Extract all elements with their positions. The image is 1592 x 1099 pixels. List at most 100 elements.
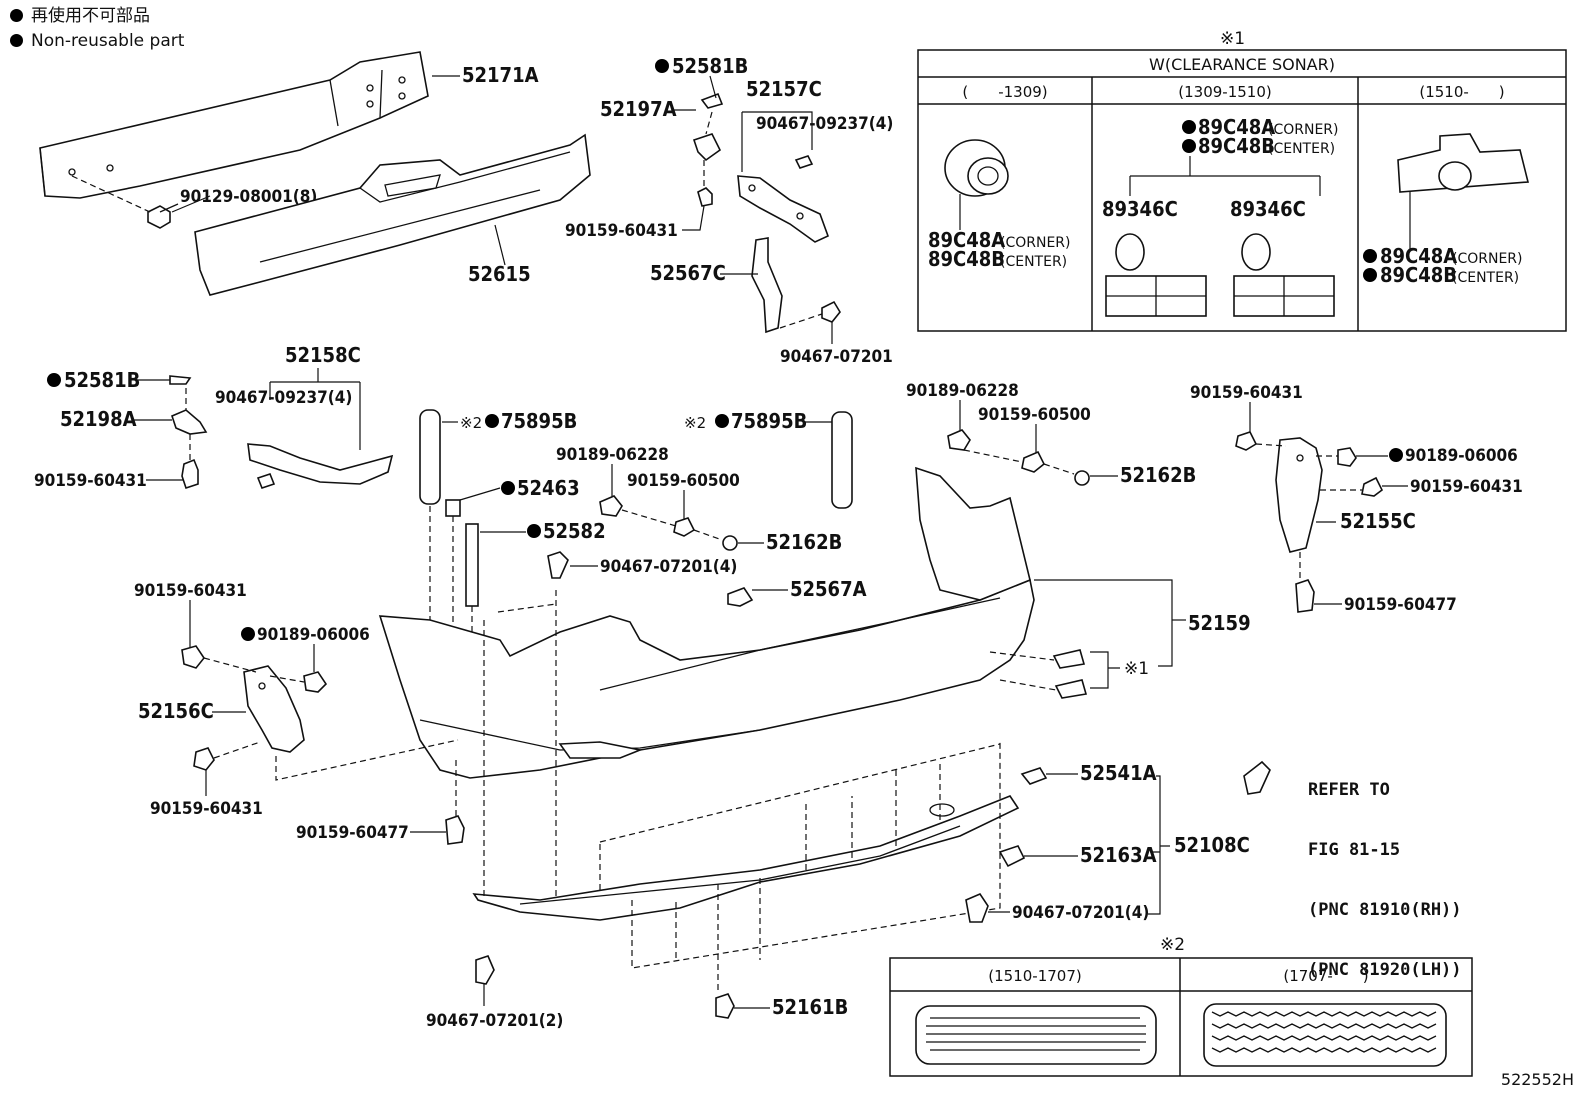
screw-90467-09237-left[interactable] xyxy=(256,473,276,489)
label-90159-60500-mid: 90159-60500 xyxy=(627,471,740,491)
non-reusable-dot-icon xyxy=(1363,268,1377,282)
sonar-table-marker: ※1 xyxy=(1220,29,1245,49)
nut-90189-06006-left[interactable] xyxy=(303,671,328,693)
non-reusable-dot-icon xyxy=(1182,139,1196,153)
reflector-table-marker: ※2 xyxy=(1160,935,1185,955)
label-52581B-left: 52581B xyxy=(64,368,140,392)
seal-52582[interactable] xyxy=(465,523,479,607)
label-center-col2: (CENTER) xyxy=(1268,141,1335,157)
reinforcement-52171A[interactable] xyxy=(39,51,429,199)
nut-90189-06006-right[interactable] xyxy=(1337,447,1357,467)
reflector-type-1510-1707[interactable] xyxy=(915,1005,1157,1065)
label-90467-07201-4: 90467-07201(4) xyxy=(600,557,737,577)
label-corner-col3: (CORNER) xyxy=(1452,251,1523,267)
label-corner-col2: (CORNER) xyxy=(1268,122,1339,138)
bolt-90129-08001[interactable] xyxy=(147,203,179,229)
refer-line-4: (PNC 81920(LH)) xyxy=(1308,960,1462,980)
label-52198A: 52198A xyxy=(60,407,137,431)
note-2-left: ※2 xyxy=(460,414,482,432)
screw-90467-09237-top[interactable] xyxy=(794,155,814,169)
label-90467-07201-top: 90467-07201 xyxy=(780,347,893,367)
clip-90467-07201-top[interactable] xyxy=(821,300,841,323)
reflector-75895B-right[interactable] xyxy=(831,411,853,509)
sonar-sensor-col1[interactable] xyxy=(944,139,1009,197)
label-52108C: 52108C xyxy=(1174,833,1250,857)
energy-absorber-52615[interactable] xyxy=(194,133,591,296)
reflector-type-1707[interactable] xyxy=(1203,1003,1447,1067)
reflector-75895B-left[interactable] xyxy=(419,409,441,505)
label-52581B-top: 52581B xyxy=(672,54,748,78)
non-reusable-dot-icon xyxy=(527,524,541,538)
non-reusable-dot-icon xyxy=(10,34,23,47)
sonar-column-1: ( -1309) xyxy=(962,83,1047,101)
bracket-52158C[interactable] xyxy=(247,443,394,485)
screw-90159-60500-right[interactable] xyxy=(1021,450,1046,473)
nut-90189-06228-mid[interactable] xyxy=(599,495,623,517)
label-90159-60431-left: 90159-60431 xyxy=(34,471,147,491)
screw-90159-60477-bot[interactable] xyxy=(445,815,465,845)
clip-90467-07201-4b[interactable] xyxy=(965,893,989,923)
label-52155C: 52155C xyxy=(1340,509,1416,533)
label-52197A: 52197A xyxy=(600,97,677,121)
screw-90159-60500-mid[interactable] xyxy=(673,517,696,537)
sonar-retainer-89346C-1[interactable] xyxy=(1105,233,1207,317)
bracket-52197A[interactable] xyxy=(692,133,722,162)
clip-52162B-mid[interactable] xyxy=(722,535,738,551)
refer-line-3: (PNC 81910(RH)) xyxy=(1308,900,1462,920)
label-52163A: 52163A xyxy=(1080,843,1157,867)
label-89C48B-col3: 89C48B xyxy=(1380,263,1457,287)
screw-90159-60431-top[interactable] xyxy=(697,187,713,207)
screw-90159-60431-left[interactable] xyxy=(181,458,199,490)
bumper-cover-52159[interactable] xyxy=(378,466,1035,779)
non-reusable-dot-icon xyxy=(1182,120,1196,134)
sonar-retainer-89346C-2[interactable] xyxy=(1233,233,1335,317)
clip-52567A[interactable] xyxy=(727,587,754,607)
label-90189-06006-right: 90189-06006 xyxy=(1405,446,1518,466)
label-52162B-right: 52162B xyxy=(1120,463,1196,487)
bracket-52163A[interactable] xyxy=(998,845,1026,868)
label-52162B-mid: 52162B xyxy=(766,530,842,554)
screw-90159-60431-rtop[interactable] xyxy=(1235,431,1258,451)
screw-90159-60431-rmid[interactable] xyxy=(1361,476,1384,497)
pad-52463[interactable] xyxy=(445,499,461,517)
ref-1-label: ※1 xyxy=(1124,659,1149,679)
bracket-52198A[interactable] xyxy=(171,409,208,435)
screw-90159-60431-lbot2[interactable] xyxy=(193,747,215,771)
bracket-52157C[interactable] xyxy=(737,175,830,243)
sonar-bracket-col3[interactable] xyxy=(1397,133,1530,193)
clip-52581B-left[interactable] xyxy=(169,375,192,385)
reflector-column-1: (1510-1707) xyxy=(988,967,1081,985)
label-52582: 52582 xyxy=(543,519,606,543)
label-center-col3: (CENTER) xyxy=(1452,270,1519,286)
clip-90467-07201-2[interactable] xyxy=(475,955,495,985)
bracket-52155C[interactable] xyxy=(1275,437,1323,553)
sonar-sensor-1[interactable] xyxy=(1052,649,1086,669)
clip-52162B-right[interactable] xyxy=(1074,470,1090,486)
screw-90159-60477-right[interactable] xyxy=(1295,579,1315,613)
label-90467-07201-4b: 90467-07201(4) xyxy=(1012,903,1149,923)
bracket-52541A[interactable] xyxy=(1020,767,1048,785)
screw-90159-60431-lbot[interactable] xyxy=(181,645,205,669)
sonar-sensor-2[interactable] xyxy=(1054,679,1088,699)
label-52161B: 52161B xyxy=(772,995,848,1019)
label-90159-60431-rtop: 90159-60431 xyxy=(1190,383,1303,403)
bracket-52156C[interactable] xyxy=(243,665,305,753)
legend-non-reusable: Non-reusable part xyxy=(10,31,184,51)
non-reusable-dot-icon xyxy=(715,414,729,428)
legend-japanese: 再使用不可部品 xyxy=(10,6,150,26)
clip-52161B[interactable] xyxy=(715,993,735,1019)
bracket-52567C[interactable] xyxy=(751,237,783,334)
label-90159-60431-top: 90159-60431 xyxy=(565,221,678,241)
label-90467-09237-left: 90467-09237(4) xyxy=(215,388,352,408)
label-90159-60431-lbot2: 90159-60431 xyxy=(150,799,263,819)
clip-refer-fig-81-15[interactable] xyxy=(1243,760,1271,795)
non-reusable-dot-icon xyxy=(655,59,669,73)
non-reusable-dot-icon xyxy=(501,481,515,495)
label-90189-06228-mid: 90189-06228 xyxy=(556,445,669,465)
clip-90467-07201-4[interactable] xyxy=(547,551,569,579)
nut-90189-06228-right[interactable] xyxy=(947,429,971,451)
label-52157C: 52157C xyxy=(746,77,822,101)
clip-52581B-top[interactable] xyxy=(700,92,724,109)
label-52158C: 52158C xyxy=(285,343,361,367)
